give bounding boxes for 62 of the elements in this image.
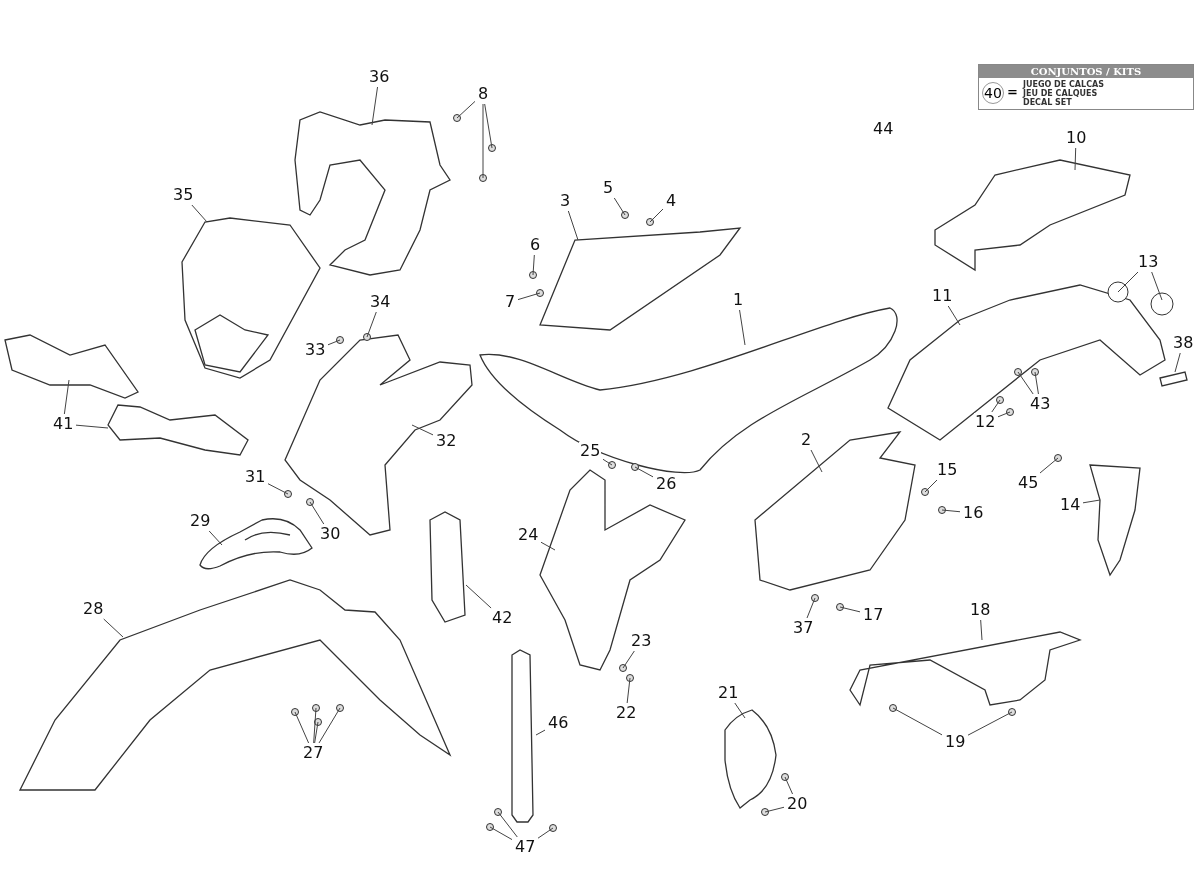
leader-line [626,677,631,704]
leader-line [649,208,664,223]
leader-line [924,479,938,493]
leader-line [63,379,70,415]
leader-line [465,584,492,609]
leader-line [947,305,961,326]
equals-sign: = [1007,84,1018,100]
leader-line [941,509,961,513]
leader-line [309,501,325,525]
leader-line [764,806,785,813]
leader-line [191,204,208,223]
table-header: CONJUNTOS / KITS [979,65,1193,78]
leader-line [1151,271,1163,301]
leader-line [634,466,654,478]
leader-line [602,458,613,466]
leader-line [484,103,493,149]
kit-description: JEU DE CALQUES [1023,89,1098,98]
leader-line [75,424,109,429]
leader-line [208,530,223,546]
leader-line [497,811,518,838]
leader-line [366,311,377,338]
leader-line [1117,271,1139,293]
kit-description: DECAL SET [1023,98,1072,107]
leader-line [567,210,579,241]
leader-line [784,776,794,795]
leader-line [482,103,484,179]
leader-line [1034,371,1039,395]
leader-line [991,399,1001,413]
leader-line [535,729,546,736]
leader-line [1082,499,1101,504]
leader-line [997,411,1011,418]
leader-line [532,254,535,276]
leader-line [267,483,289,495]
leader-line [622,650,635,669]
leader-line [613,197,626,216]
leader-line [734,702,746,719]
leader-line [537,827,554,839]
leader-line [1074,147,1077,171]
leader-line [318,707,341,744]
leader-line [327,339,341,346]
leader-line [313,707,317,744]
leader-line [540,541,556,551]
kit-description: JUEGO DE CALCAS [1023,80,1104,89]
leader-line [1174,352,1181,373]
part-number: 44 [872,120,895,138]
leader-line [980,619,983,641]
leader-line [489,826,513,841]
leader-line [1017,371,1034,395]
leader-line [739,309,746,346]
leader-line [103,618,124,638]
leader-line [806,597,816,619]
leader-line [967,711,1013,736]
leader-line [294,711,310,744]
leader-line [517,292,541,301]
leader-line [1039,457,1059,474]
leader-line [371,86,379,126]
leader-line [314,721,319,744]
leader-line [456,100,476,119]
leader-line [892,707,943,736]
leader-line [810,449,823,473]
leader-line [839,606,861,613]
leader-line [411,424,434,436]
